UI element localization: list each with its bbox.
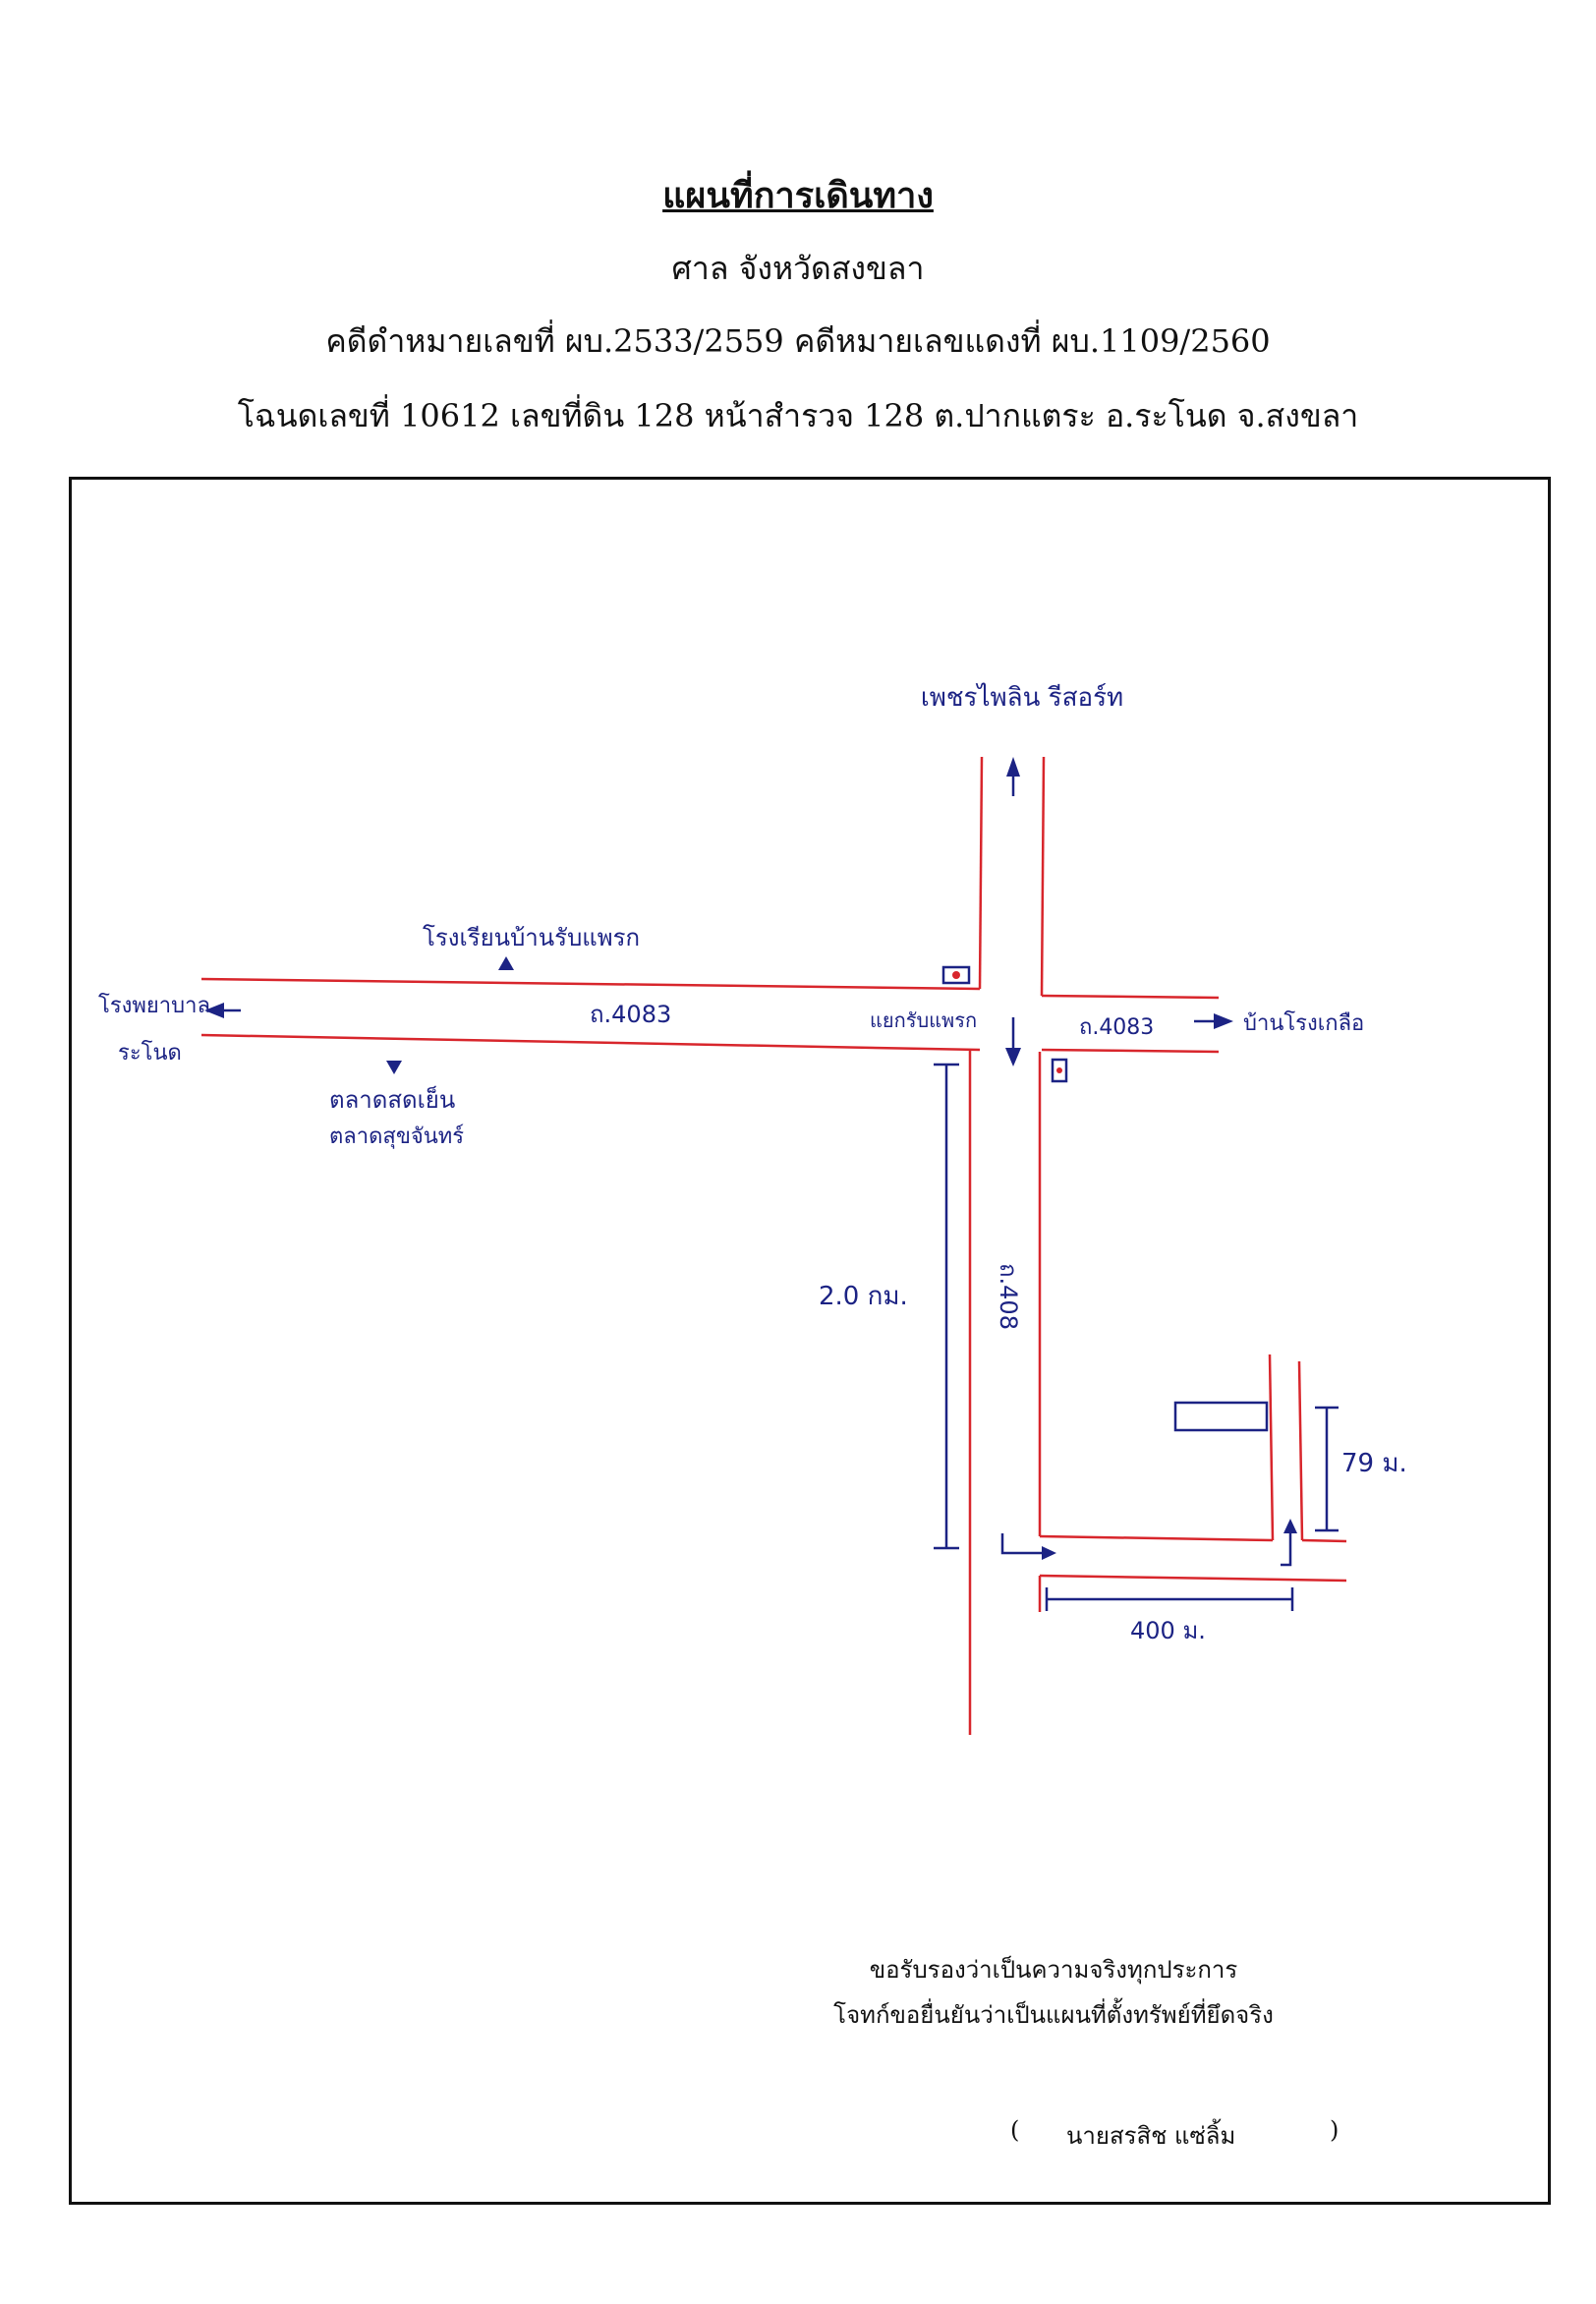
road-408-label: ถ.408	[995, 1263, 1022, 1330]
road-north-east-edge	[1040, 756, 1046, 997]
turn-right-arrow	[1000, 1533, 1047, 1555]
east-destination-label: บ้านโรงเกลือ	[1243, 1010, 1364, 1036]
signature-close-paren: )	[1330, 2116, 1340, 2144]
west-destination-label-2: ระโนด	[118, 1040, 182, 1066]
certification-line-1: ขอรับรองว่าเป็นความจริงทุกประการ	[869, 1956, 1238, 1984]
north-arrow-head	[1006, 757, 1020, 777]
road-4083-west-label: ถ.4083	[590, 1001, 671, 1028]
school-label: โรงเรียนบ้านรับแพรก	[423, 924, 640, 951]
lane-up-arrow	[1281, 1528, 1292, 1567]
road-4083-east-south-edge	[1041, 1048, 1220, 1054]
junction-label: แยกรับแพรก	[870, 1008, 977, 1032]
lane-west-edge	[1268, 1354, 1275, 1541]
north-destination-label: เพชรไพลิน รีสอร์ท	[921, 682, 1123, 713]
court-name: ศาล จังหวัดสงขลา	[671, 250, 925, 287]
lane-corner	[1301, 1538, 1347, 1543]
case-numbers: คดีดำหมายเลขที่ ผบ.2533/2559 คดีหมายเลขแ…	[325, 322, 1271, 360]
lane-up-arrow-head	[1283, 1519, 1297, 1533]
property-plot	[1173, 1401, 1269, 1432]
side-road-north-edge	[1039, 1534, 1274, 1542]
east-arrow-head	[1214, 1013, 1233, 1029]
junction-down-arrow-head	[1005, 1048, 1021, 1066]
west-destination-label: โรงพยาบาล	[98, 993, 210, 1018]
market-label-2: ตลาดสุขจันทร์	[329, 1124, 464, 1149]
road-4083-west-south-edge	[200, 1033, 981, 1052]
map-title: แผนที่การเดินทาง	[662, 175, 934, 216]
signer-name: นายสรสิช แซ่ลิ้ม	[1066, 2122, 1236, 2150]
west-arrow-head	[204, 1003, 224, 1018]
distance-plot-label: 79 ม.	[1341, 1449, 1407, 1478]
road-4083-east-north-edge	[1041, 994, 1220, 1000]
certification-line-2: โจทก์ขอยื่นยันว่าเป็นแผนที่ตั้งทรัพย์ที่…	[833, 2001, 1274, 2029]
traffic-light-icon-east	[1051, 1058, 1068, 1083]
map-frame	[69, 477, 1551, 2205]
traffic-light-red-dot	[952, 971, 960, 979]
road-4083-east-label: ถ.4083	[1079, 1015, 1154, 1040]
lane-east-edge	[1297, 1360, 1304, 1541]
road-north-west-edge	[978, 756, 984, 990]
side-road-south-edge	[1039, 1574, 1347, 1583]
turn-right-arrow-head	[1042, 1546, 1056, 1560]
distance-main-label: 2.0 กม.	[819, 1282, 908, 1311]
traffic-light-icon	[941, 965, 971, 985]
school-up-triangle-icon	[498, 956, 514, 970]
deed-info: โฉนดเลขที่ 10612 เลขที่ดิน 128 หน้าสำรวจ…	[237, 397, 1359, 434]
traffic-light-east-red-dot	[1056, 1067, 1062, 1073]
market-down-triangle-icon	[386, 1061, 402, 1074]
signature-open-paren: (	[1010, 2116, 1020, 2144]
market-label: ตลาดสดเย็น	[329, 1085, 455, 1114]
road-4083-west-north-edge	[200, 977, 981, 991]
distance-side-label: 400 ม.	[1130, 1617, 1206, 1644]
